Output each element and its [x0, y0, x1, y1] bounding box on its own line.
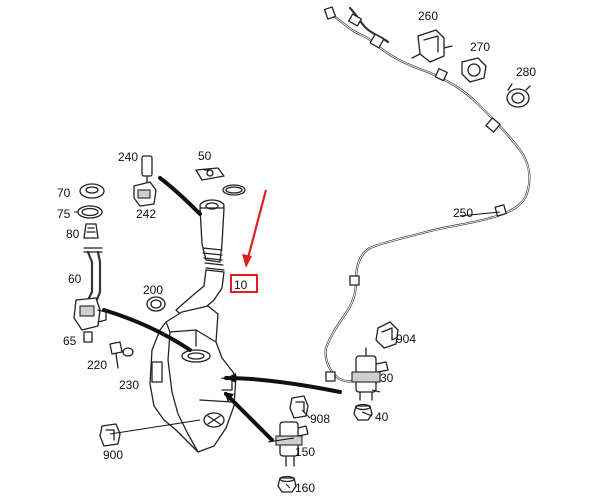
leader-lines: [74, 169, 501, 489]
callout-230: 230: [119, 378, 139, 392]
callout-260: 260: [418, 9, 438, 23]
callout-60: 60: [68, 272, 82, 286]
connector-908[interactable]: [289, 395, 309, 419]
highlight-box-10: [230, 274, 258, 293]
callout-150: 150: [295, 445, 315, 459]
callout-220: 220: [87, 358, 107, 372]
nut-230[interactable]: [122, 347, 134, 357]
cap-70[interactable]: [79, 183, 105, 199]
grommet-160[interactable]: [277, 475, 297, 493]
callout-242: 242: [136, 207, 156, 221]
callout-70: 70: [57, 186, 71, 200]
cap-seal-50[interactable]: [195, 167, 246, 196]
callout-900: 900: [103, 448, 123, 462]
clamp-280[interactable]: [506, 83, 531, 108]
washer-tank[interactable]: [149, 305, 237, 453]
level-sensor-240[interactable]: [141, 155, 153, 185]
plug-65b[interactable]: [83, 331, 93, 343]
callout-904: 904: [396, 332, 416, 346]
callout-40: 40: [375, 410, 389, 424]
assembly-arrow-pump: [224, 392, 274, 442]
callout-250: 250: [453, 206, 473, 220]
pipe-60[interactable]: [83, 247, 103, 304]
callout-80: 80: [66, 227, 80, 241]
highlight-arrow-head: [242, 254, 252, 268]
callout-240: 240: [118, 150, 138, 164]
highlight-arrow-shaft: [246, 189, 268, 259]
strainer-80[interactable]: [83, 223, 99, 239]
callout-30: 30: [380, 371, 394, 385]
callout-65: 65: [63, 334, 77, 348]
callout-160: 160: [295, 481, 315, 495]
callout-50: 50: [198, 149, 212, 163]
bracket-260[interactable]: [411, 29, 453, 63]
connector-900[interactable]: [99, 423, 121, 447]
grommet-200[interactable]: [146, 296, 166, 312]
filler-neck-10[interactable]: [175, 199, 225, 319]
callout-200: 200: [143, 283, 163, 297]
connector-904[interactable]: [375, 321, 399, 349]
seal-ring-75[interactable]: [77, 205, 103, 219]
bolt-220[interactable]: [109, 341, 123, 369]
sensor-65[interactable]: [73, 297, 107, 331]
callout-10: 10: [234, 278, 248, 292]
arrowhead-hose: [226, 373, 236, 383]
assembly-arrow-hose: [224, 376, 342, 394]
hose-assembly-250[interactable]: [323, 6, 531, 383]
clip-270[interactable]: [461, 57, 487, 83]
washer-pump-30[interactable]: [351, 347, 389, 401]
callout-908: 908: [310, 412, 330, 426]
assembly-arrow-pipe: [102, 308, 192, 352]
washer-pump-150[interactable]: [275, 421, 309, 467]
arrowhead-pump: [224, 392, 234, 402]
assembly-arrow-sensor: [158, 176, 202, 216]
bracket-242[interactable]: [133, 181, 157, 207]
callout-280: 280: [516, 65, 536, 79]
callout-75: 75: [57, 207, 71, 221]
grommet-40[interactable]: [353, 403, 373, 421]
callout-270: 270: [470, 40, 490, 54]
